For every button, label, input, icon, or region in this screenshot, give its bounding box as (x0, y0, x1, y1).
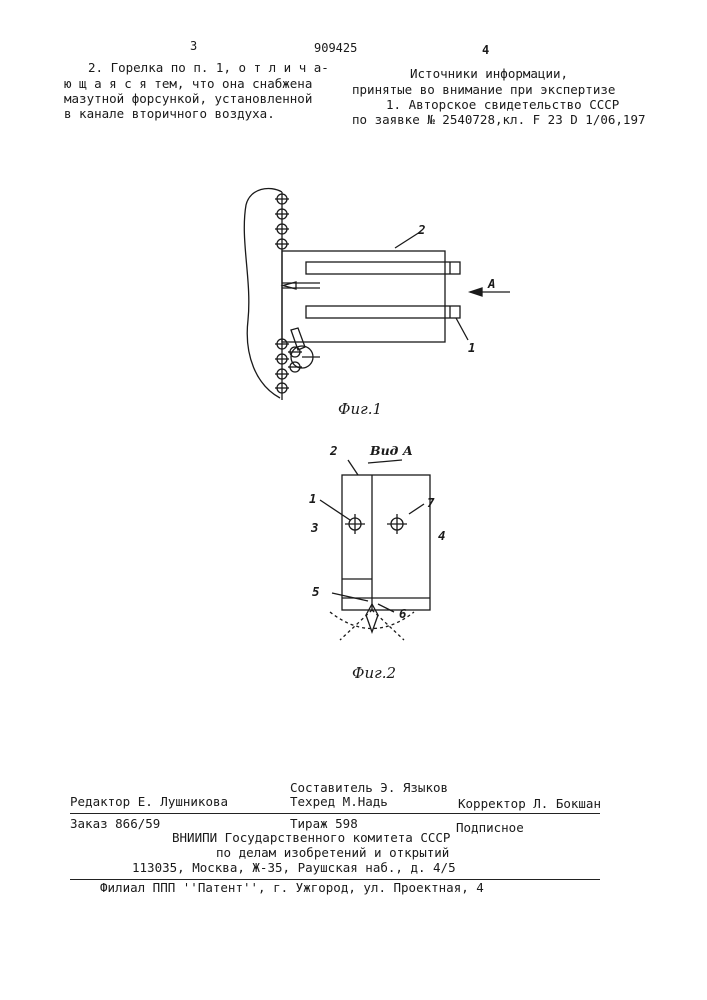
fig2-label-7: 7 (427, 495, 435, 511)
fig2-label-6: 6 (399, 606, 407, 622)
colophon-corrector: Корректор Л. Бокшан (458, 796, 601, 812)
fig2-label-3: 3 (311, 520, 319, 536)
colophon-editor: Редактор Е. Лушникова (70, 794, 228, 810)
fig2-view-label: Вид А (370, 443, 413, 459)
colophon-techred: Техред М.Надь (290, 794, 388, 810)
figure-2-caption: Фиг.2 (352, 664, 396, 682)
colophon-org: ВНИИПИ Государственного комитета СССР (172, 830, 450, 846)
fig2-label-5: 5 (312, 584, 320, 600)
colophon-branch: Филиал ППП ''Патент'', г. Ужгород, ул. П… (100, 880, 484, 896)
fig2-label-1: 1 (309, 491, 317, 507)
colophon-order: Заказ 866/59 (70, 816, 160, 832)
fig2-label-2: 2 (330, 443, 338, 459)
colophon-divider (70, 813, 600, 814)
fig2-label-4: 4 (438, 528, 446, 544)
colophon-address: 113035, Москва, Ж-35, Раушская наб., д. … (132, 860, 456, 876)
colophon-org: по делам изобретений и открытий (216, 845, 449, 861)
colophon-subscription: Подписное (456, 820, 524, 836)
